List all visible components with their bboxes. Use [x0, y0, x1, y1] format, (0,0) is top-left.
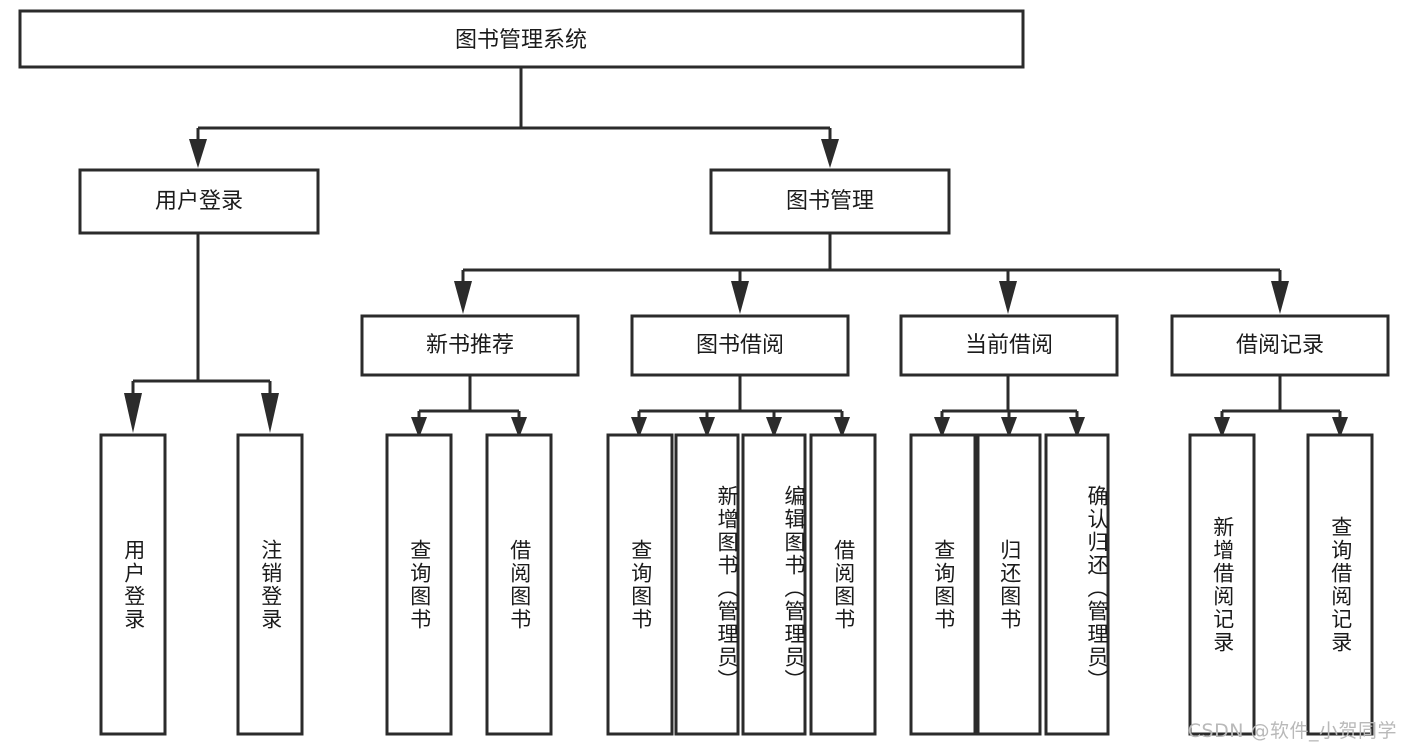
arrow-head-leaf-logout [261, 393, 279, 433]
node-current-borrow-box[interactable] [899, 314, 1119, 377]
node-user-login[interactable]: 用户登录 [78, 168, 320, 235]
arrow-head-br-add [1214, 417, 1230, 438]
node-root-system[interactable]: 图书管理系统 [18, 9, 1025, 69]
connector-group-new-book-to-leaves [411, 375, 527, 438]
connector-group-book-borrow-to-leaves [631, 375, 850, 438]
leaf-box-cb-return-book[interactable] [976, 433, 1042, 736]
arrow-head-bb-edit [766, 417, 782, 438]
node-book-borrow-box[interactable] [630, 314, 850, 377]
arrow-head-new-book [454, 281, 472, 314]
arrow-head-bb-add [699, 417, 715, 438]
leaf-boxes-user-login [99, 433, 304, 736]
node-borrow-record[interactable]: 借阅记录 [1170, 314, 1390, 377]
connector-group-borrow-record-to-leaves [1214, 375, 1348, 438]
leaf-boxes-new-book-recommend [385, 433, 553, 736]
leaf-box-cb-query-book[interactable] [909, 433, 977, 736]
node-borrow-record-box[interactable] [1170, 314, 1390, 377]
leaf-box-bb-borrow-book[interactable] [809, 433, 877, 736]
node-root-system-box[interactable] [18, 9, 1025, 69]
node-book-manage-box[interactable] [709, 168, 951, 235]
arrow-head-bb-query [631, 417, 647, 438]
connector-group-current-borrow-to-leaves [934, 375, 1085, 438]
arrow-head-nb-query [411, 417, 427, 438]
connector-group-book-manage-to-level3 [454, 233, 1289, 314]
leaf-box-user-login[interactable] [99, 433, 167, 736]
arrow-head-cb-confirm [1069, 417, 1085, 438]
arrow-head-user-login [189, 139, 207, 168]
node-new-book-recommend[interactable]: 新书推荐 [360, 314, 580, 377]
leaf-box-bb-edit-book[interactable] [741, 433, 807, 736]
arrow-head-current-borrow [999, 281, 1017, 314]
csdn-watermark: CSDN @软件_小贺同学 [1187, 720, 1397, 742]
connector-group-user-login-to-leaves [124, 233, 279, 433]
leaf-boxes-book-borrow [606, 433, 877, 736]
leaf-box-nb-query-book[interactable] [385, 433, 453, 736]
node-book-manage[interactable]: 图书管理 [709, 168, 951, 235]
node-current-borrow[interactable]: 当前借阅 [899, 314, 1119, 377]
arrow-head-bb-borrow [834, 417, 850, 438]
node-book-borrow-label: 图书借阅 [696, 333, 784, 358]
arrow-head-br-query [1332, 417, 1348, 438]
arrow-head-cb-query [934, 417, 950, 438]
arrow-head-book-manage [821, 139, 839, 168]
leaf-box-cb-confirm-return[interactable] [1044, 433, 1110, 736]
node-user-login-box[interactable] [78, 168, 320, 235]
leaf-boxes-borrow-record [1188, 433, 1374, 736]
leaf-boxes-current-borrow [909, 433, 1110, 736]
arrow-head-borrow-record [1271, 281, 1289, 314]
node-book-manage-label: 图书管理 [786, 189, 874, 214]
connector-group-root-to-level2 [189, 67, 839, 168]
leaf-box-bb-add-book[interactable] [674, 433, 740, 736]
leaf-box-logout[interactable] [236, 433, 304, 736]
node-new-book-recommend-label: 新书推荐 [426, 333, 514, 358]
node-book-borrow[interactable]: 图书借阅 [630, 314, 850, 377]
leaf-box-nb-borrow-book[interactable] [485, 433, 553, 736]
arrow-head-leaf-user-login [124, 393, 142, 433]
leaf-box-br-query-record[interactable] [1306, 433, 1374, 736]
arrow-head-cb-return [1001, 417, 1017, 438]
node-borrow-record-label: 借阅记录 [1236, 333, 1324, 358]
node-new-book-recommend-box[interactable] [360, 314, 580, 377]
node-current-borrow-label: 当前借阅 [965, 333, 1053, 358]
leaf-box-bb-query-book[interactable] [606, 433, 674, 736]
leaf-box-br-add-record[interactable] [1188, 433, 1256, 736]
node-user-login-label: 用户登录 [155, 189, 243, 214]
node-root-system-label: 图书管理系统 [455, 28, 587, 53]
arrow-head-nb-borrow [511, 417, 527, 438]
arrow-head-book-borrow [731, 281, 749, 314]
